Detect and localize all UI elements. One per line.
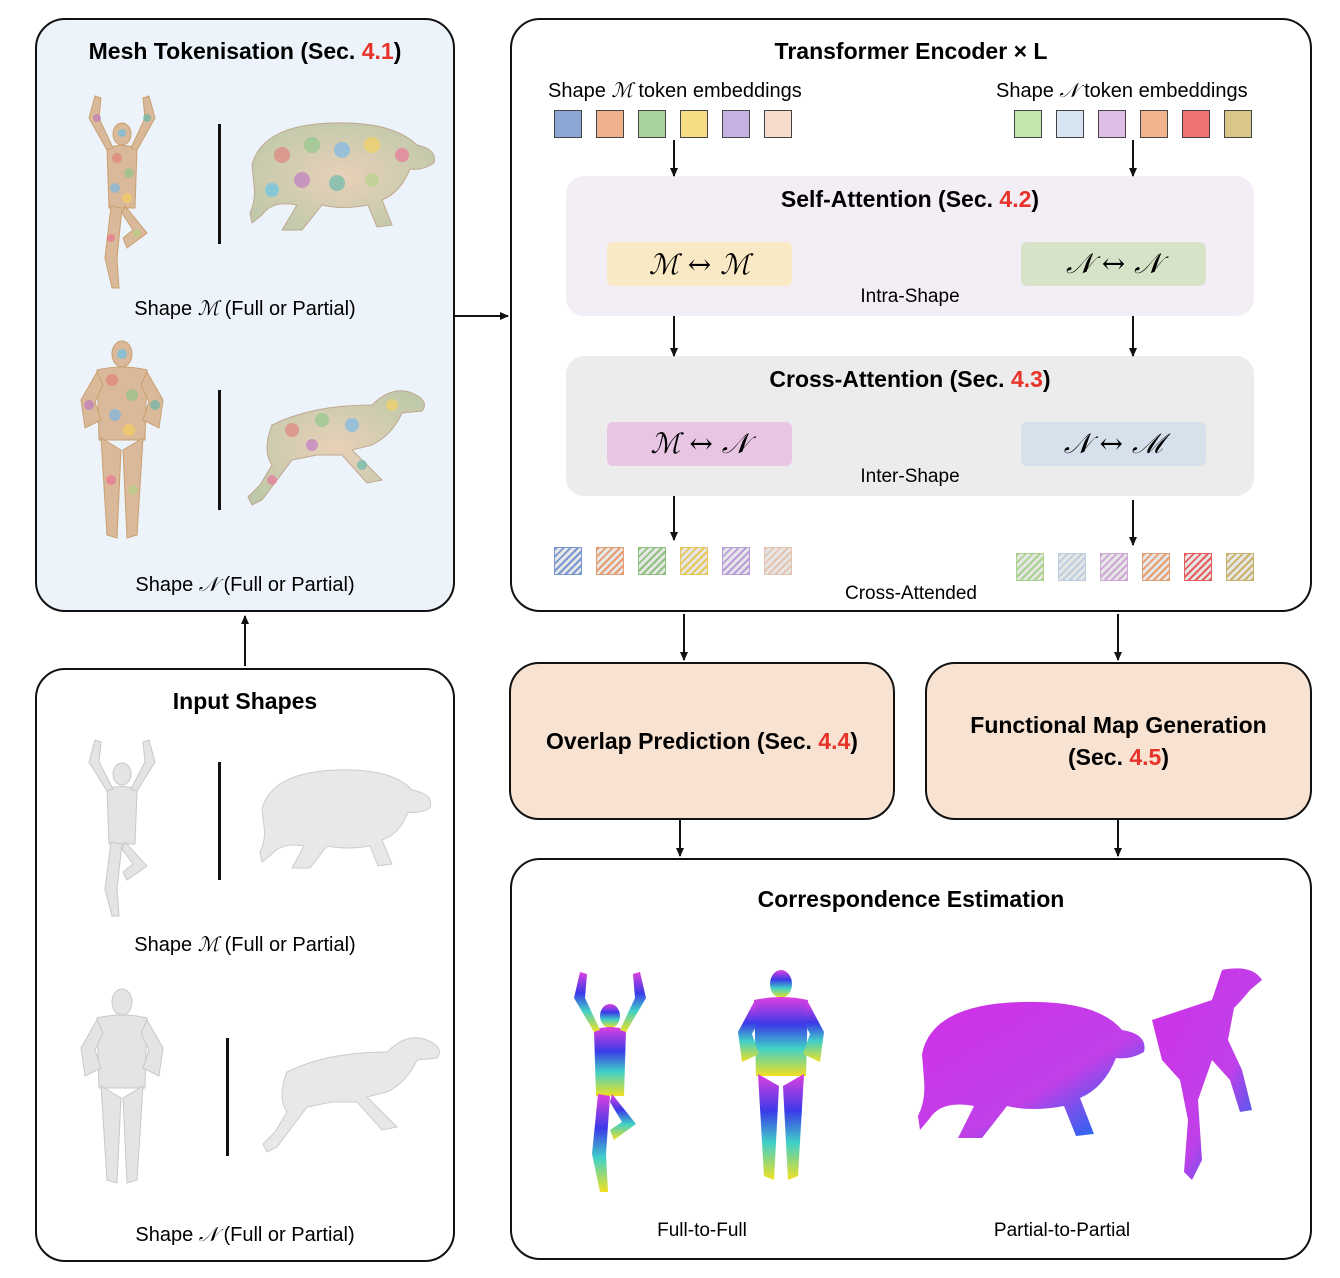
separator-line xyxy=(218,762,221,880)
human-m-correspondence xyxy=(574,972,646,1192)
animal-n-correspondence xyxy=(1152,968,1262,1180)
m-cross-attended-token xyxy=(764,547,792,575)
m-token-embeddings-label: Shape ℳ token embeddings xyxy=(548,78,802,102)
n-cross-attended-token xyxy=(1058,553,1086,581)
intra-shape-label: Intra-Shape xyxy=(860,286,960,307)
correspondence-estimation-title: Correspondence Estimation xyxy=(757,886,1065,912)
inter-shape-label: Inter-Shape xyxy=(860,466,960,487)
input-shapes-title: Input Shapes xyxy=(172,688,318,714)
animal-n-token-mesh xyxy=(247,390,425,506)
bear-m-input-mesh xyxy=(259,769,432,869)
m-cross-attended-token xyxy=(722,547,750,575)
n-token-embedding xyxy=(1224,110,1252,138)
separator-line xyxy=(218,390,221,510)
bear-m-token-mesh xyxy=(249,122,435,231)
m-token-embedding xyxy=(596,110,624,138)
n-cross-attended-token xyxy=(1226,553,1254,581)
self-attention-block: Self-Attention (Sec. 4.2) ℳ ↔ ℳ 𝒩 ↔ 𝒩 In… xyxy=(566,176,1254,316)
m-cross-attended-token xyxy=(638,547,666,575)
separator-line xyxy=(226,1038,229,1156)
mesh-tokenisation-title: Mesh Tokenisation (Sec. 4.1) xyxy=(88,38,402,64)
n-cross-attended-token xyxy=(1016,553,1044,581)
cross-attention-block: Cross-Attention (Sec. 4.3) ℳ ↔ 𝒩 𝒩 ↔ ℳ I… xyxy=(566,356,1254,496)
cross-attention-n-m: 𝒩 ↔ ℳ xyxy=(1021,422,1206,466)
m-token-embedding xyxy=(680,110,708,138)
self-attention-n-n: 𝒩 ↔ 𝒩 xyxy=(1021,242,1206,286)
transformer-encoder-title: Transformer Encoder × L xyxy=(774,38,1048,64)
input-caption-shape-m: Shape ℳ (Full or Partial) xyxy=(134,932,356,956)
m-token-embedding xyxy=(764,110,792,138)
bear-m-correspondence xyxy=(918,1001,1145,1138)
functional-map-generation-box: Functional Map Generation (Sec. 4.5) xyxy=(925,662,1312,820)
correspondence-estimation-panel: Correspondence Estimation Full-to- xyxy=(510,858,1312,1260)
self-attention-m-m: ℳ ↔ ℳ xyxy=(607,242,792,286)
n-cross-attended-token xyxy=(1100,553,1128,581)
caption-shape-n: Shape 𝒩 (Full or Partial) xyxy=(135,572,355,596)
m-cross-attended-token xyxy=(680,547,708,575)
n-token-embeddings-label: Shape 𝒩 token embeddings xyxy=(996,78,1248,102)
n-token-embedding xyxy=(1014,110,1042,138)
n-token-embedding xyxy=(1140,110,1168,138)
n-cross-attended-token xyxy=(1184,553,1212,581)
n-token-embedding xyxy=(1182,110,1210,138)
human-m-input-mesh xyxy=(88,739,156,917)
m-cross-attended-token xyxy=(554,547,582,575)
n-token-embedding xyxy=(1056,110,1084,138)
cross-attended-label: Cross-Attended xyxy=(844,583,977,604)
n-token-embedding xyxy=(1098,110,1126,138)
m-token-embedding xyxy=(554,110,582,138)
self-attention-title: Self-Attention (Sec. 4.2) xyxy=(780,186,1040,212)
overlap-prediction-box: Overlap Prediction (Sec. 4.4) xyxy=(509,662,895,820)
caption-shape-m: Shape ℳ (Full or Partial) xyxy=(134,296,356,320)
input-caption-shape-n: Shape 𝒩 (Full or Partial) xyxy=(135,1222,355,1246)
human-m-token-mesh xyxy=(88,95,156,289)
cross-attention-title: Cross-Attention (Sec. 4.3) xyxy=(769,366,1051,392)
animal-n-input-mesh xyxy=(262,1037,440,1153)
partial-to-partial-label: Partial-to-Partial xyxy=(993,1220,1131,1241)
n-cross-attended-token xyxy=(1142,553,1170,581)
human-n-token-mesh xyxy=(80,340,164,539)
separator-line xyxy=(218,124,221,244)
input-shapes-panel: Input Shapes Shape ℳ (Full or Partial) xyxy=(35,668,455,1262)
m-token-embedding xyxy=(638,110,666,138)
m-token-embedding xyxy=(722,110,750,138)
mesh-tokenisation-panel: Mesh Tokenisation (Sec. 4.1) xyxy=(35,18,455,612)
full-to-full-label: Full-to-Full xyxy=(657,1220,747,1241)
transformer-encoder-panel: Transformer Encoder × L Shape ℳ token em… xyxy=(510,18,1312,612)
human-n-correspondence xyxy=(738,970,824,1180)
cross-attention-m-n: ℳ ↔ 𝒩 xyxy=(607,422,792,466)
human-n-input-mesh xyxy=(80,988,164,1184)
m-cross-attended-token xyxy=(596,547,624,575)
